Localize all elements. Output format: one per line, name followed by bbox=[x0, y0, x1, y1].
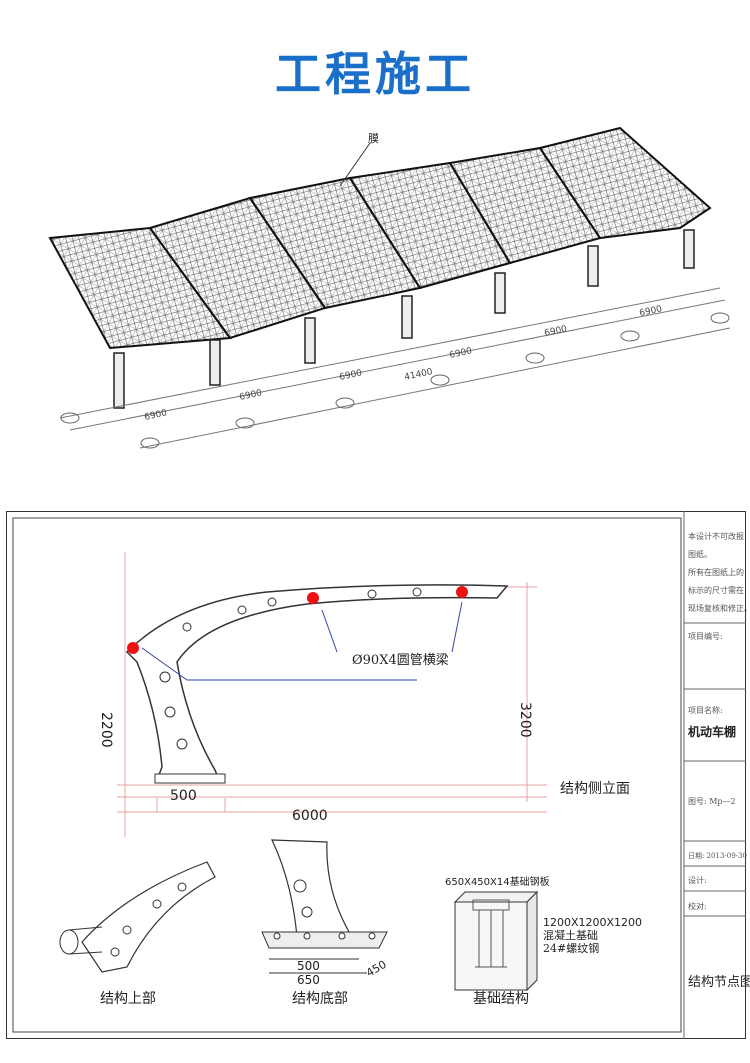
bottom-detail-plate bbox=[261, 931, 388, 949]
foundation-spec-2: 混凝土基础 bbox=[543, 928, 598, 942]
guide-lines bbox=[117, 552, 547, 837]
foundation-rebar bbox=[472, 899, 510, 968]
dim-label: 6900 bbox=[449, 346, 474, 361]
title-block-grid bbox=[683, 511, 746, 1039]
bottom-dim-450: 450 bbox=[364, 958, 389, 980]
foundation-label: 基础结构 bbox=[473, 990, 529, 1007]
canopy-perspective-svg: 6900 6900 6900 41400 6900 6900 6900 膜 bbox=[48, 126, 731, 449]
columns bbox=[113, 229, 695, 409]
side-view-label: 结构侧立面 bbox=[560, 781, 630, 797]
foundation-spec-1: 1200X1200X1200 bbox=[543, 916, 642, 929]
project-name-label: 项目名称: bbox=[688, 706, 723, 715]
height-right-dim: 3200 bbox=[517, 702, 533, 738]
note-line: 标示的尺寸需在 bbox=[688, 586, 744, 595]
drawing-number: 图号: Mp—2 bbox=[688, 797, 736, 806]
plate-label: 650X450X14基础钢板 bbox=[445, 875, 550, 888]
dim-label: 41400 bbox=[404, 367, 434, 383]
ground-dimension-lines bbox=[59, 287, 731, 449]
bottom-detail-label: 结构底部 bbox=[292, 991, 348, 1007]
top-detail-shape bbox=[81, 861, 216, 973]
span-dim: 6000 bbox=[292, 808, 328, 824]
canopy-perspective-drawing: 6900 6900 6900 41400 6900 6900 6900 膜 bbox=[40, 118, 731, 458]
base-plate bbox=[154, 773, 226, 784]
base-width-dim: 500 bbox=[170, 788, 197, 804]
check-label: 校对: bbox=[688, 902, 707, 911]
structural-drawing-sheet: Ø90X4圆管横梁 2200 3200 500 6000 结构侧立面 结构上部 … bbox=[6, 511, 746, 1039]
project-no-label-top: 项目编号: bbox=[688, 632, 723, 641]
design-label: 设计: bbox=[688, 876, 707, 885]
note-line: 本设计不可改报 bbox=[688, 532, 744, 541]
bottom-detail-holes bbox=[273, 879, 376, 940]
arm-side-elevation bbox=[125, 584, 509, 781]
note-line: 现场复核和修正。 bbox=[688, 604, 750, 613]
foundation-side-face bbox=[526, 890, 538, 992]
height-left-dim: 2200 bbox=[98, 712, 114, 748]
top-detail-pipe-end bbox=[59, 929, 79, 955]
dim-label: 6900 bbox=[639, 304, 664, 319]
top-detail-label: 结构上部 bbox=[100, 991, 156, 1007]
note-line: 图纸。 bbox=[688, 550, 712, 559]
dimension-labels: 6900 6900 6900 41400 6900 6900 6900 bbox=[144, 304, 664, 423]
joint-markers bbox=[127, 586, 468, 654]
dim-label: 6900 bbox=[144, 408, 169, 423]
bottom-dim-500: 500 bbox=[297, 959, 320, 973]
marker-leader-line bbox=[339, 142, 371, 187]
beam-leader-lines bbox=[141, 601, 463, 681]
sheet-title: 结构节点图 bbox=[688, 975, 750, 990]
top-detail-holes bbox=[110, 882, 187, 957]
title-block-dividers bbox=[683, 511, 746, 1039]
project-name-value: 机动车棚 bbox=[688, 725, 737, 739]
dim-label: 6900 bbox=[239, 388, 264, 403]
title-block: 本设计不可改报 图纸。 所有在图纸上的 标示的尺寸需在 现场复核和修正。 项目编… bbox=[680, 511, 750, 1039]
inner-frame bbox=[12, 517, 682, 1033]
note-line: 所有在图纸上的 bbox=[688, 568, 744, 577]
beam-label: Ø90X4圆管横梁 bbox=[352, 653, 449, 668]
structural-drawing-svg: Ø90X4圆管横梁 2200 3200 500 6000 结构侧立面 结构上部 … bbox=[12, 517, 682, 1033]
membrane-panels bbox=[48, 126, 712, 350]
marker-label: 膜 bbox=[368, 132, 379, 145]
footing-circles bbox=[60, 312, 730, 449]
arm-holes bbox=[159, 587, 422, 750]
dim-label: 6900 bbox=[544, 324, 569, 339]
bottom-dim-650: 650 bbox=[297, 973, 320, 987]
bottom-detail-column bbox=[271, 839, 354, 938]
page-title: 工程施工 bbox=[275, 47, 475, 101]
dim-label: 6900 bbox=[339, 368, 364, 383]
date: 日期: 2013-09-30 bbox=[688, 852, 747, 860]
foundation-spec-3: 24#螺纹钢 bbox=[543, 941, 599, 955]
